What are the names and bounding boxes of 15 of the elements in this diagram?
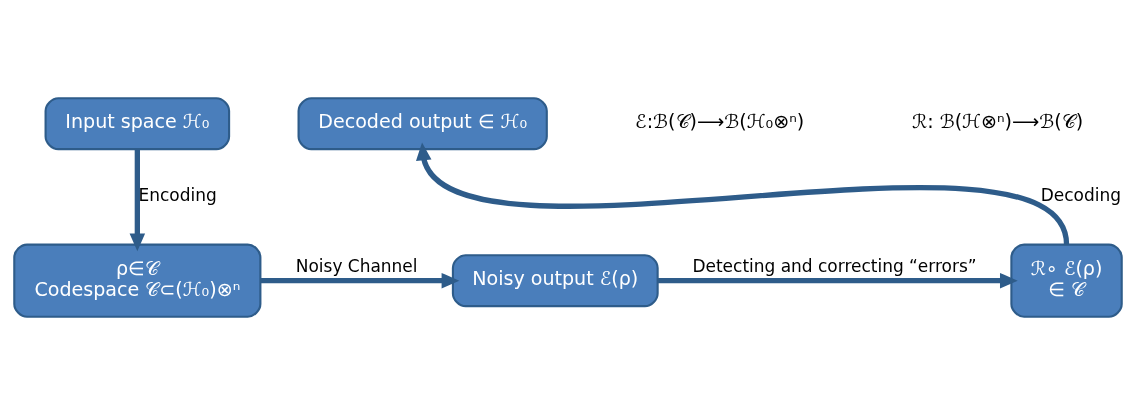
arrow bbox=[416, 142, 1069, 246]
edge-label: Detecting and correcting “errors” bbox=[692, 255, 977, 276]
label: ℰ:ℬ(𝒞)⟶ℬ(ℋ₀⊗ⁿ) bbox=[635, 109, 805, 133]
edge-label: Encoding bbox=[138, 184, 217, 205]
node-box: Noisy output ℰ(ρ) bbox=[451, 253, 659, 307]
node-box: ρ∈𝒞 Codespace 𝒞⊂(ℋ₀)⊗ⁿ bbox=[13, 243, 262, 318]
arrow bbox=[260, 272, 460, 288]
label: ℛ: ℬ(ℋ⊗ⁿ)⟶ℬ(𝒞) bbox=[911, 109, 1084, 133]
edge-label: Noisy Channel bbox=[295, 255, 418, 276]
arrow bbox=[129, 148, 146, 251]
node-box: ℛ∘ ℰ(ρ) ∈ 𝒞 bbox=[1010, 243, 1123, 318]
arrow bbox=[657, 272, 1018, 288]
node-box: Input space ℋ₀ bbox=[44, 96, 231, 150]
edge-label: Decoding bbox=[1040, 184, 1121, 205]
node-box: Decoded output ∈ ℋ₀ bbox=[297, 96, 548, 150]
